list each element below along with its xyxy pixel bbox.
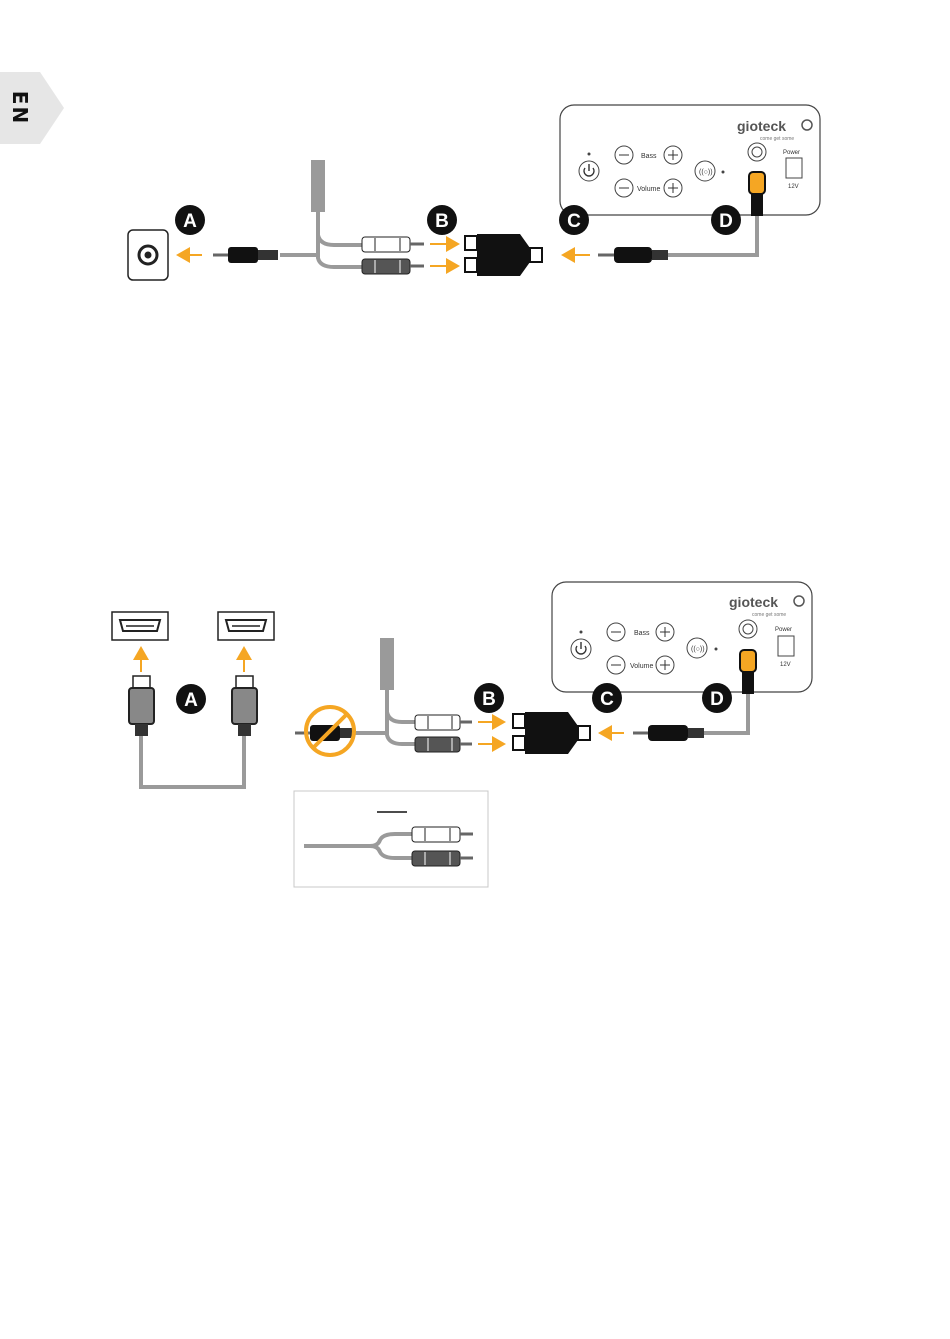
rca-plug-white xyxy=(415,715,472,730)
step-badge-d: D xyxy=(702,683,732,713)
voltage-label: 12V xyxy=(780,662,791,668)
rca-plug-white xyxy=(362,237,424,252)
step-badge-c: C xyxy=(592,683,622,713)
step-badge-a: A xyxy=(175,205,205,235)
diagram-1: gioteck come get some Bass Volume ((○)) … xyxy=(128,105,820,280)
bass-label: Bass xyxy=(641,153,657,160)
step-badge-c: C xyxy=(559,205,589,235)
svg-text:C: C xyxy=(567,211,581,232)
inset-rca-cable-detail xyxy=(294,791,488,887)
svg-text:A: A xyxy=(183,211,197,232)
hdmi-port-left-icon xyxy=(112,612,168,640)
step-badge-b: B xyxy=(474,683,504,713)
svg-text:((○)): ((○)) xyxy=(691,646,705,653)
svg-text:D: D xyxy=(710,689,724,710)
svg-text:C: C xyxy=(600,689,614,710)
hdmi-plug-left xyxy=(129,676,154,736)
voltage-label: 12V xyxy=(788,184,799,190)
volume-label: Volume xyxy=(637,186,660,193)
brand-tagline: come get some xyxy=(760,136,794,142)
power-label: Power xyxy=(783,150,800,156)
power-socket-icon xyxy=(778,636,794,656)
hdmi-port-right-icon xyxy=(218,612,274,640)
step-badge-d: D xyxy=(711,205,741,235)
rca-plug-grey xyxy=(362,259,424,274)
console-audio-port-icon xyxy=(128,230,168,280)
hdmi-plug-right xyxy=(232,676,257,736)
power-label: Power xyxy=(775,627,792,633)
svg-text:B: B xyxy=(435,211,449,232)
svg-text:B: B xyxy=(482,689,496,710)
bass-label: Bass xyxy=(634,630,650,637)
3.5mm-jack-plug xyxy=(213,247,278,263)
brand-logo: gioteck xyxy=(737,118,786,134)
step-badge-b: B xyxy=(427,205,457,235)
power-socket-icon xyxy=(786,158,802,178)
speaker-control-panel: gioteck come get some Bass Volume ((○)) … xyxy=(560,105,820,215)
splitter-housing xyxy=(311,160,325,212)
brand-tagline: come get some xyxy=(752,612,786,618)
diagram-2: gioteck come get some Bass Volume ((○)) … xyxy=(112,582,812,887)
rca-plug-grey xyxy=(415,737,472,752)
volume-label: Volume xyxy=(630,663,653,670)
splitter-housing xyxy=(380,638,394,690)
hdmi-cable xyxy=(141,735,244,787)
aux-jack-icon xyxy=(748,143,766,161)
speaker-control-panel: gioteck come get some Bass Volume ((○)) … xyxy=(552,582,812,692)
rca-to-3.5mm-adapter xyxy=(513,712,590,754)
aux-jack-icon xyxy=(739,620,757,638)
svg-text:((○)): ((○)) xyxy=(699,169,713,176)
rca-to-3.5mm-adapter xyxy=(465,234,542,276)
svg-text:A: A xyxy=(184,690,198,711)
brand-logo: gioteck xyxy=(729,594,778,610)
step-badge-a: A xyxy=(176,684,206,714)
svg-text:D: D xyxy=(719,211,733,232)
